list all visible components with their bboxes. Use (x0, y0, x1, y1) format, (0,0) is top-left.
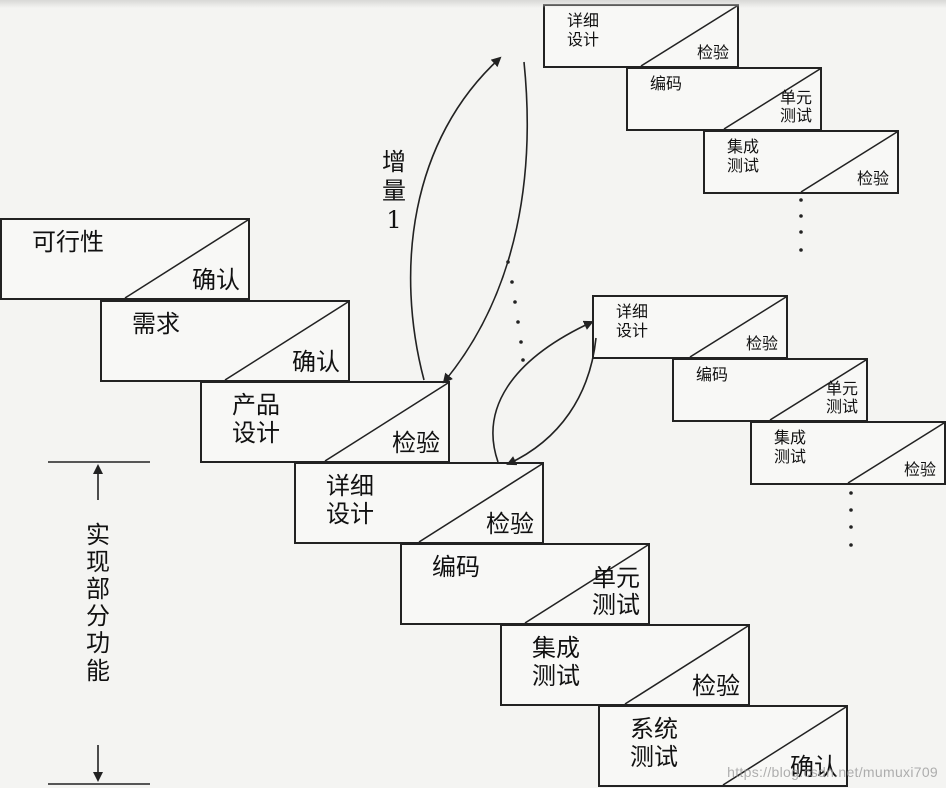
diagonal-divider (689, 297, 786, 357)
activity-label: 产品 设计 (232, 391, 280, 448)
diagonal-divider (800, 132, 897, 192)
main-stairs-box-feasibility: 可行性确认 (0, 218, 250, 300)
verification-label: 确认 (292, 348, 340, 377)
activity-label: 集成 测试 (727, 137, 760, 175)
diagonal-divider (722, 707, 846, 785)
increment-b-box-integration: 集成 测试检验 (750, 421, 946, 485)
activity-label: 系统 测试 (630, 715, 678, 772)
verification-label: 检验 (392, 429, 440, 458)
main-stairs-box-coding: 编码 单元 测试 (400, 543, 650, 625)
verification-label: 检验 (745, 334, 778, 354)
verification-label: 检验 (856, 169, 889, 189)
verification-label: 检验 (903, 460, 936, 480)
activity-label: 详细 设计 (567, 11, 600, 49)
diagonal-divider (847, 423, 944, 483)
activity-label: 集成 测试 (774, 428, 807, 466)
diagonal-divider (640, 6, 737, 66)
verification-label: 单元 测试 (779, 88, 812, 126)
activity-label: 详细 设计 (616, 302, 649, 340)
activity-label: 集成 测试 (532, 634, 580, 691)
verification-label: 单元 测试 (825, 379, 858, 417)
increment-a-box-detailed-design: 详细 设计检验 (543, 4, 739, 68)
main-stairs-box-product-design: 产品 设计检验 (200, 381, 450, 463)
verification-label: 确认 (790, 753, 838, 782)
activity-label: 需求 (132, 310, 180, 338)
diagonal-divider (418, 464, 542, 542)
main-stairs-box-detailed-design: 详细 设计检验 (294, 462, 544, 544)
increment-a-box-integration: 集成 测试检验 (703, 130, 899, 194)
verification-label: 单元 测试 (592, 564, 640, 620)
top-edge-shade (0, 0, 946, 8)
activity-label: 编码 (650, 74, 683, 93)
verification-label: 检验 (486, 510, 534, 539)
main-stairs-box-integration: 集成 测试检验 (500, 624, 750, 706)
activity-label: 可行性 (32, 228, 104, 256)
activity-label: 编码 (696, 365, 729, 384)
activity-label: 编码 (432, 553, 480, 581)
diagonal-divider (124, 220, 248, 298)
increment-1-label: 增 量 1 (382, 148, 406, 234)
diagonal-divider (524, 545, 648, 623)
increment-b-box-coding: 编码单元 测试 (672, 358, 868, 422)
increment-b-box-detailed-design: 详细 设计检验 (592, 295, 788, 359)
diagonal-divider (769, 360, 866, 420)
diagonal-divider (624, 626, 748, 704)
main-stairs-box-requirements: 需求确认 (100, 300, 350, 382)
verification-label: 确认 (192, 266, 240, 295)
diagonal-divider (723, 69, 820, 129)
watermark-text: https://blog.csdn.net/mumuxi709 (727, 764, 938, 780)
verification-label: 检验 (696, 43, 729, 63)
diagonal-divider (224, 302, 348, 380)
verification-label: 检验 (692, 672, 740, 701)
main-stairs-box-system-test: 系统 测试确认 (598, 705, 848, 787)
diagonal-divider (324, 383, 448, 461)
side-label-partial-functions: 实 现 部 分 功 能 (86, 521, 110, 685)
activity-label: 详细 设计 (326, 472, 374, 529)
increment-a-box-coding: 编码单元 测试 (626, 67, 822, 131)
